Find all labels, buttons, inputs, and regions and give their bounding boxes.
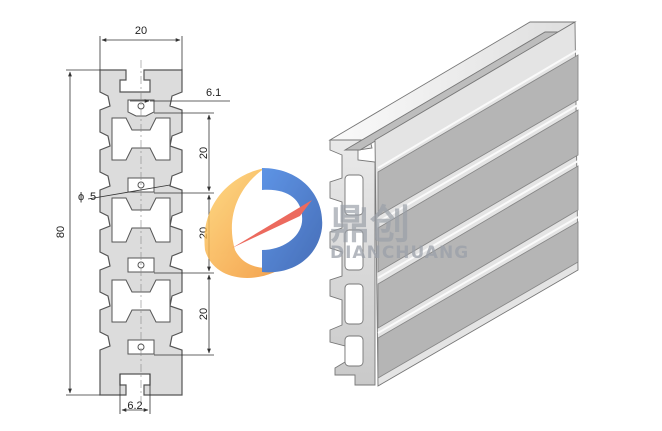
profile-cross-section <box>99 60 183 405</box>
iso-side-slot-3 <box>377 165 579 329</box>
iso-side-slot-4 <box>377 221 579 379</box>
dimension-lines <box>66 36 230 414</box>
dim-hole-symbol: ϕ <box>78 191 84 203</box>
dim-pitch-3: 20 <box>198 308 210 320</box>
dim-slot-bottom: 6.2 <box>127 400 142 412</box>
dim-pitch-1: 20 <box>198 147 210 159</box>
isometric-profile <box>328 21 579 387</box>
logo-red-arrow <box>232 200 312 248</box>
iso-cavity-4 <box>344 335 364 367</box>
watermark-logo: 鼎创 DIANCHUANG <box>204 168 469 278</box>
dim-slot-opening: 6.1 <box>206 87 221 99</box>
iso-side-slot-1 <box>377 54 579 217</box>
logo-brand-cn: 鼎创 <box>330 202 410 248</box>
logo-brand-en: DIANCHUANG <box>330 243 469 263</box>
logo-orange-swoosh <box>204 168 290 278</box>
iso-cavity-2 <box>344 229 364 271</box>
dim-width-top: 20 <box>135 25 147 37</box>
cavity-1 <box>111 117 171 161</box>
iso-side-slot-2 <box>377 109 579 273</box>
logo-blue-d <box>262 168 323 273</box>
iso-cavity-3 <box>344 283 364 325</box>
iso-cavity-1 <box>344 174 364 216</box>
dim-hole-dia: 5 <box>90 191 96 203</box>
dim-height-total: 80 <box>55 226 67 238</box>
